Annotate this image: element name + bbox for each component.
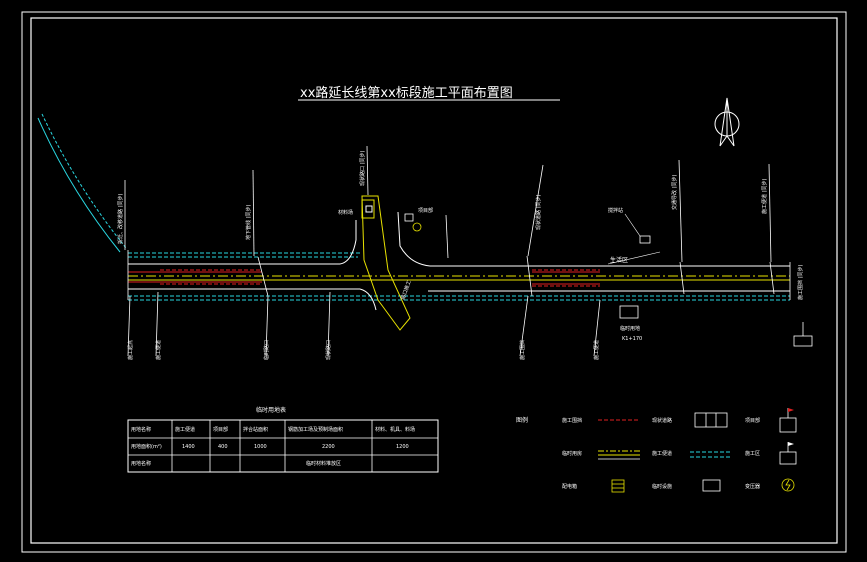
camp-b-label: 材料场 bbox=[338, 209, 353, 216]
temp-land-table: 临时用地表 用地名称 施工便道 项目部 拌合站面积 钢筋加工场及预制场面积 材料… bbox=[127, 406, 439, 473]
power-icon bbox=[781, 478, 795, 492]
existing-road-curve bbox=[37, 113, 127, 253]
table-cell: 用地名称 bbox=[131, 460, 151, 467]
camp-d-label: 生活区 bbox=[610, 256, 628, 264]
table-cell: 2200 bbox=[322, 444, 335, 450]
legend-swatch bbox=[690, 451, 730, 458]
camp-a-label: 项目部 bbox=[418, 207, 433, 214]
station-label-bottom-1: 施工起点 bbox=[127, 340, 134, 360]
station-label-top-2: 地下管线 (同步) bbox=[245, 204, 252, 240]
bottom-station-labels: 施工起点 施工便道 临时路口 现状路口 施工围挡 施工便道 路口施工 临时用地 … bbox=[127, 279, 642, 360]
legend-title: 图例 bbox=[516, 416, 528, 424]
main-road bbox=[128, 211, 790, 311]
station-label-top-7: 施工围挡 (同步) bbox=[797, 264, 804, 300]
legend-swatch bbox=[702, 479, 721, 492]
legend-swatch bbox=[694, 412, 728, 428]
table-header-3: 项目部 bbox=[213, 426, 228, 433]
table-header-2: 施工便道 bbox=[175, 426, 195, 433]
station-label-bottom-6: 施工便道 bbox=[593, 340, 600, 360]
flag-icon bbox=[779, 442, 797, 465]
temp-land-value: K1+170 bbox=[622, 336, 642, 342]
legend-label: 变压器 bbox=[745, 483, 760, 490]
outer-frame bbox=[21, 11, 847, 553]
station-label-top-5: 交通导改 (同步) bbox=[671, 174, 678, 210]
table-header-1: 用地名称 bbox=[131, 426, 151, 433]
legend-label: 现状道路 bbox=[652, 417, 672, 424]
legend-label: 项目部 bbox=[745, 417, 760, 424]
station-label-top-6: 施工便道 (同步) bbox=[761, 178, 768, 214]
camp-c-label: 搅拌站 bbox=[608, 207, 623, 214]
station-label-bottom-2: 施工便道 bbox=[155, 340, 162, 360]
table-header-6: 材料、机具、料场 bbox=[375, 426, 415, 433]
legend-label: 临时设施 bbox=[652, 483, 672, 490]
table-cell: 用地面积(m²) bbox=[131, 443, 162, 450]
legend-label: 施工便道 bbox=[652, 450, 672, 457]
site-facilities: 项目部 材料场 搅拌站 生活区 bbox=[338, 207, 813, 347]
power-icon bbox=[412, 222, 422, 232]
legend-label: 施工区 bbox=[745, 450, 760, 457]
top-station-labels: 拆迁、改移道路 (同步) 地下管线 (同步) 现状路口 (同步) 现状道路 (同… bbox=[117, 145, 804, 300]
legend-label: 配电箱 bbox=[562, 483, 577, 490]
legend-label: 临时用房 bbox=[562, 450, 582, 457]
table-title: 临时用地表 bbox=[256, 406, 286, 414]
junction-label: 路口施工 bbox=[399, 279, 412, 300]
legend-label: 施工围挡 bbox=[562, 417, 582, 424]
table-cell: 1000 bbox=[254, 444, 267, 450]
station-label-bottom-5: 施工围挡 bbox=[519, 340, 526, 360]
table-header-4: 拌合站面积 bbox=[243, 426, 268, 433]
inner-frame bbox=[30, 17, 838, 544]
cross-road bbox=[361, 195, 411, 331]
legend: 图例 施工围挡 现状道路 项目部 临时用房 施工便道 施工区 bbox=[516, 408, 797, 493]
legend-swatch bbox=[598, 450, 640, 460]
flag-icon bbox=[779, 408, 797, 433]
station-label-top-4: 现状道路 (同步) bbox=[535, 194, 542, 230]
table-cell: 400 bbox=[218, 444, 228, 450]
temp-land-label: 临时用地 bbox=[620, 325, 640, 332]
station-label-top-1: 拆迁、改移道路 (同步) bbox=[117, 193, 124, 244]
table-cell: 临时材料堆放区 bbox=[306, 460, 341, 467]
table-header-5: 钢筋加工场及预制场面积 bbox=[288, 426, 343, 433]
north-arrow-icon bbox=[714, 97, 740, 147]
station-lines bbox=[127, 250, 791, 300]
station-label-top-3: 现状路口 (同步) bbox=[359, 150, 366, 186]
table-cell: 1200 bbox=[396, 444, 409, 450]
table-cell: 1400 bbox=[182, 444, 195, 450]
drawing-title: xx路延长线第xx标段施工平面布置图 bbox=[300, 85, 513, 101]
legend-swatch bbox=[611, 479, 625, 493]
